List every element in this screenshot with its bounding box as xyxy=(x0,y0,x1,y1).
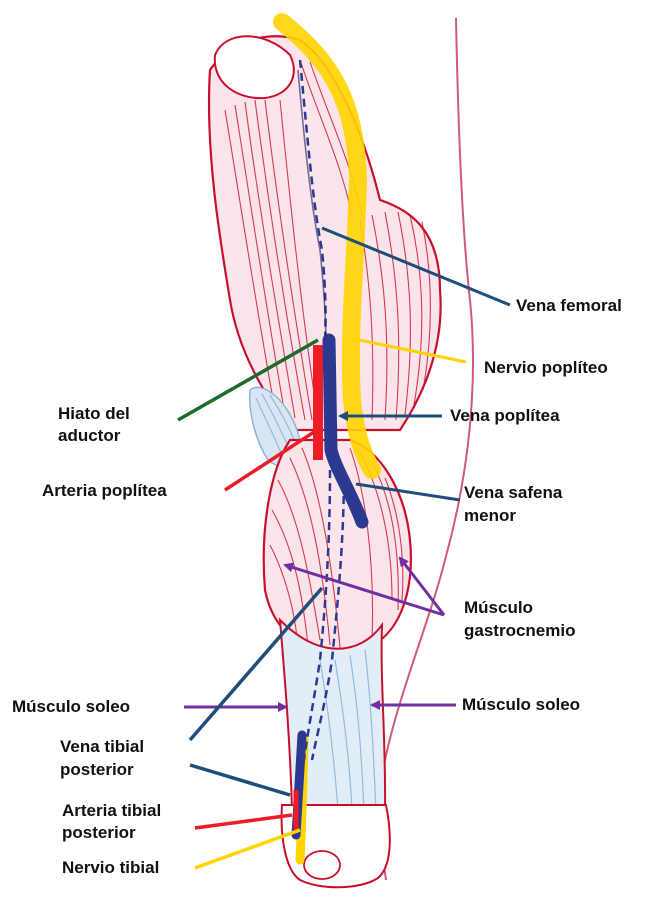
label-vena-femoral: Vena femoral xyxy=(516,296,622,315)
label-vena-poplitea: Vena poplítea xyxy=(450,406,560,425)
label-hiato-1: Hiato del xyxy=(58,404,130,423)
popliteal-artery xyxy=(313,345,323,460)
label-vena-safena-2: menor xyxy=(464,506,516,525)
label-arteria-tibial-1: Arteria tibial xyxy=(62,801,161,820)
leader-arteria-tibial xyxy=(195,815,292,828)
label-soleo-right: Músculo soleo xyxy=(462,695,580,714)
label-arteria-tibial-2: posterior xyxy=(62,823,136,842)
label-arteria-poplitea: Arteria poplítea xyxy=(42,481,167,500)
label-vena-safena-1: Vena safena xyxy=(464,483,563,502)
leader-vena-tibial-2 xyxy=(190,765,290,795)
label-soleo-left: Músculo soleo xyxy=(12,697,130,716)
label-gastro-2: gastrocnemio xyxy=(464,621,575,640)
skin-outline xyxy=(381,18,473,880)
calcaneus xyxy=(304,851,340,879)
label-gastro-1: Músculo xyxy=(464,598,533,617)
label-hiato-2: aductor xyxy=(58,426,121,445)
leg-illustration xyxy=(209,18,473,887)
label-vena-tibial-2: posterior xyxy=(60,760,134,779)
label-vena-tibial-1: Vena tibial xyxy=(60,737,144,756)
label-nervio-tibial: Nervio tibial xyxy=(62,858,159,877)
label-nervio-popliteo: Nervio poplíteo xyxy=(484,358,608,377)
